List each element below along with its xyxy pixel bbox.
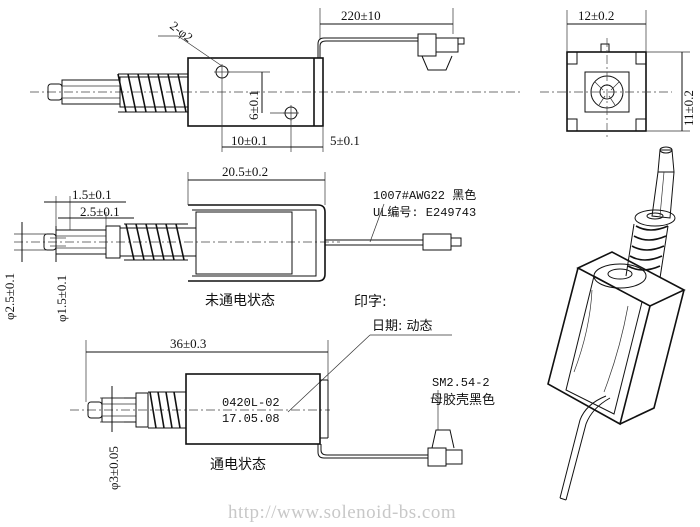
plunger-neck-dia-label: φ1.5±0.1 [54,275,69,322]
wire-spec-note: 1007#AWG22 黑色 [373,188,476,203]
on-state-view: 0420L-02 17.05.08 36±0.3 φ3±0.05 SM2.54-… [70,336,495,490]
hole-v-dim-label: 6±0.1 [246,90,261,120]
printing-notes: 印字: 日期: 动态 [287,294,452,413]
stroke1-label: 1.5±0.1 [72,187,112,202]
off-state-caption: 未通电状态 [205,293,275,309]
hole-h2-dim-label: 5±0.1 [330,133,360,148]
hole-diameter-label: 2-φ2 [167,18,196,45]
top-side-view: 2-φ2 6±0.1 10±0.1 5±0.1 220±10 [30,8,520,152]
perspective-view [547,146,686,501]
lead-length-label: 220±10 [341,8,381,23]
body-len-on-label: 36±0.3 [170,336,206,351]
stroke2-label: 2.5±0.1 [80,204,120,219]
on-state-caption: 通电状态 [210,457,266,473]
shaft-dia-label: φ3±0.05 [106,446,121,490]
print-title: 印字: [354,294,387,310]
hole-h1-dim-label: 10±0.1 [231,133,267,148]
plunger-tip-dia-label: φ2.5±0.1 [2,273,17,320]
print-date-note: 日期: 动态 [372,319,433,334]
body-len-off-label: 20.5±0.2 [222,164,268,179]
connector-note-2: 母胶壳黑色 [430,392,495,408]
front-height-label: 11±0.2 [681,90,696,126]
off-state-view: 20.5±0.2 1.5±0.1 2.5±0.1 φ2.5±0.1 φ1.5±0… [2,164,476,322]
connector-note-1: SM2.54-2 [432,376,490,390]
ul-number-note: UL编号: E249743 [373,204,476,220]
marking-line-2: 17.05.08 [222,412,280,426]
front-end-view: 12±0.2 11±0.2 [540,8,696,140]
watermark-url: http://www.solenoid-bs.com [228,502,456,523]
front-width-label: 12±0.2 [578,8,614,23]
marking-line-1: 0420L-02 [222,396,280,410]
